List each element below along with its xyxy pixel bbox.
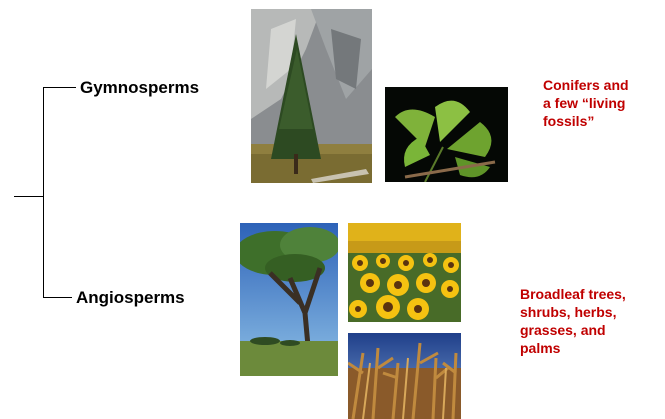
angiosperm-description-line: grasses, and: [520, 321, 626, 339]
ginkgo-leaves-photo: [385, 87, 508, 182]
acacia-tree-photo: [240, 223, 338, 376]
gymnosperm-branch-line: [43, 87, 76, 88]
root-branch-line: [14, 196, 44, 197]
angiosperm-description-line: palms: [520, 339, 626, 357]
sunflower-field-photo: [348, 223, 461, 322]
conifer-tree-photo: [251, 9, 372, 183]
angiosperm-description-line: Broadleaf trees,: [520, 285, 626, 303]
gymnosperm-description-line: Conifers and: [543, 76, 629, 94]
angiosperm-description: Broadleaf trees, shrubs, herbs, grasses,…: [520, 285, 626, 357]
angiosperm-description-line: shrubs, herbs,: [520, 303, 626, 321]
gymnosperm-description-line: a few “living: [543, 94, 629, 112]
gymnosperm-description: Conifers and a few “living fossils”: [543, 76, 629, 130]
corn-field-photo: [348, 333, 461, 419]
gymnosperms-label: Gymnosperms: [80, 78, 199, 98]
angiosperms-label: Angiosperms: [76, 288, 185, 308]
vertical-branch-line: [43, 87, 44, 298]
angiosperm-branch-line: [43, 297, 72, 298]
gymnosperm-description-line: fossils”: [543, 112, 629, 130]
